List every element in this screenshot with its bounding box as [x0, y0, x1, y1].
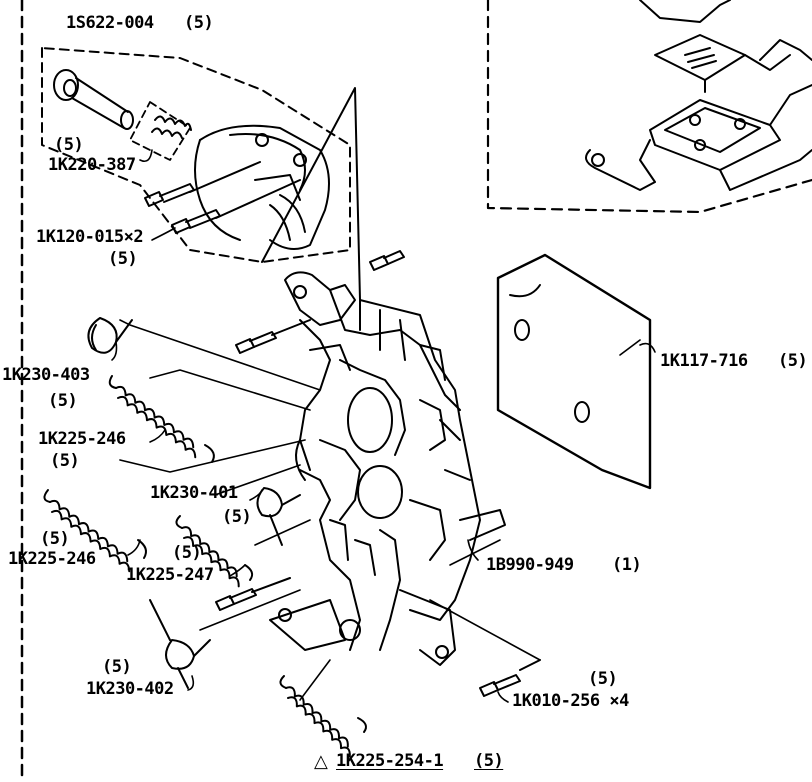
part-1K225-246-upper-qty: (5) [50, 451, 80, 471]
motor-assembly-group-box [41, 47, 351, 263]
leader-lines [111, 149, 656, 703]
part-1K225-254-1-qty: (5) [474, 751, 504, 771]
part-1K225-246-upper: 1K225-246 [38, 429, 126, 449]
torsion-spring-403 [87, 317, 133, 354]
part-1K230-403-qty: (5) [48, 391, 78, 411]
part-1K230-402-qty: (5) [102, 657, 132, 677]
part-1K230-403: 1K230-403 [2, 365, 90, 385]
part-1K225-247: 1K225-247 [126, 565, 214, 585]
part-1K117-716-qty: (5) [778, 351, 808, 371]
cover-plate-notch [509, 284, 541, 298]
part-1K120-015-qty: (5) [108, 249, 138, 269]
part-1K230-402: 1K230-402 [86, 679, 174, 699]
extension-spring-247 [175, 515, 254, 588]
part-1S622-004-qty: (5) [184, 13, 214, 33]
torsion-spring-402 [149, 599, 211, 689]
main-chassis [261, 87, 506, 666]
cover-plate-hole-upper [514, 319, 530, 341]
part-1K220-387-qty: (5) [54, 135, 84, 155]
part-1K220-387: 1K220-387 [48, 155, 136, 175]
spring-subgroup-box [129, 101, 191, 161]
extension-spring-254 [279, 675, 367, 758]
part-1B990-949: 1B990-949 [486, 555, 574, 575]
part-1K120-015: 1K120-015×2 [36, 227, 144, 247]
part-1K010-256: 1K010-256 ×4 [512, 691, 629, 711]
part-1K230-401: 1K230-401 [150, 483, 238, 503]
part-1K117-716: 1K117-716 [660, 351, 748, 371]
small-spring [151, 115, 192, 139]
safety-triangle-icon: △ [314, 751, 328, 772]
cover-plate [496, 253, 652, 490]
part-1K225-246-lower-qty: (5) [40, 529, 70, 549]
inset-plate-assembly [585, 0, 812, 191]
part-1K225-246-lower: 1K225-246 [8, 549, 96, 569]
torsion-spring-401 [256, 487, 301, 546]
motor-housing [194, 124, 330, 250]
part-1K225-254-1: 1K225-254-1 [336, 751, 444, 771]
assembly-guide-lines [119, 319, 641, 701]
part-1B990-949-qty: (1) [612, 555, 642, 575]
part-1K225-247-qty: (5) [172, 543, 202, 563]
motor-screws [144, 161, 541, 697]
shaft-pin [53, 69, 134, 130]
inset-frame [486, 0, 812, 214]
cover-plate-hole-lower [574, 401, 590, 423]
extension-spring-246-upper [108, 375, 215, 463]
part-1S622-004: 1S622-004 [66, 13, 154, 33]
part-1K230-401-qty: (5) [222, 507, 252, 527]
part-1K010-256-qty: (5) [588, 669, 618, 689]
